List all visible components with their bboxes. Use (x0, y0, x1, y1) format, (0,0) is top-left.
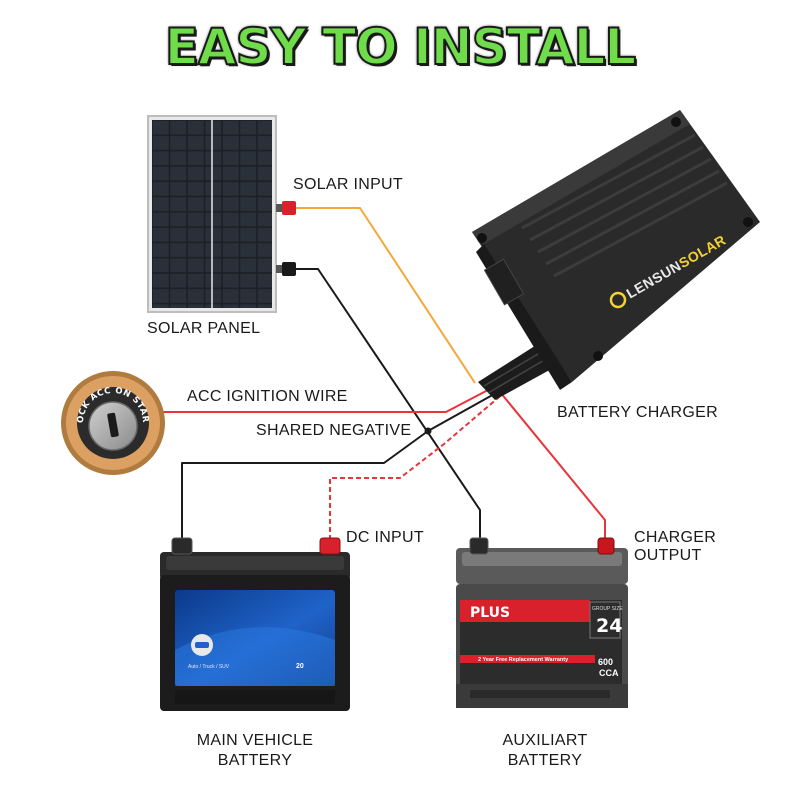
label-solar-panel: SOLAR PANEL (147, 320, 261, 337)
label-shared-negative: SHARED NEGATIVE (256, 422, 412, 439)
label-charger-output-line2: OUTPUT (634, 547, 702, 564)
main-negative-terminal (171, 537, 193, 555)
aux-negative-terminal (469, 537, 489, 555)
solar-positive-wire (296, 207, 476, 384)
wires (160, 207, 606, 540)
aux-battery-brand: PLUS (470, 605, 510, 621)
label-main-battery-line2: BATTERY (217, 752, 293, 769)
aux-positive-terminal (597, 537, 615, 555)
label-aux-battery-line2: BATTERY (507, 752, 583, 769)
label-main-battery-line1: MAIN VEHICLE (196, 732, 314, 749)
dc-input-wire (329, 385, 513, 540)
shared-negative-wire (181, 387, 506, 540)
shared-negative-junction (424, 427, 432, 435)
solar-negative-wire (296, 268, 481, 540)
label-battery-charger: BATTERY CHARGER (557, 404, 718, 421)
battery-charger: LENSUNSOLAR (472, 110, 760, 400)
page-title: EASY TO INSTALL (164, 17, 638, 77)
aux-battery-group-size-label: GROUP SIZE (592, 606, 623, 612)
main-battery: Auto / Truck / SUV 20 (160, 537, 350, 711)
label-aux-battery: AUXILIART BATTERY (470, 731, 620, 771)
label-solar-input: SOLAR INPUT (293, 176, 403, 193)
charger-output-wire (499, 391, 606, 540)
aux-battery-cca-value: 600 (598, 657, 613, 667)
label-acc-ignition-wire: ACC IGNITION WIRE (187, 388, 348, 405)
solar-panel (147, 115, 277, 313)
label-aux-battery-line1: AUXILIART (502, 732, 588, 749)
main-battery-months: 20 (296, 663, 304, 670)
solar-connector-negative (276, 262, 296, 276)
main-battery-sticker: Auto / Truck / SUV (188, 664, 230, 670)
label-main-battery: MAIN VEHICLE BATTERY (180, 731, 330, 771)
label-charger-output-line1: CHARGER (634, 529, 717, 546)
aux-battery-warranty: 2 Year Free Replacement Warranty (478, 657, 569, 663)
aux-battery-cca-unit: CCA (599, 668, 619, 678)
aux-battery-group-size: 24 (596, 615, 622, 637)
main-positive-terminal (319, 537, 341, 555)
key-slot (107, 412, 119, 438)
acc-ignition-wire (160, 389, 489, 413)
label-dc-input: DC INPUT (346, 529, 424, 546)
label-charger-output: CHARGER OUTPUT (634, 529, 716, 565)
solar-connector-positive (276, 201, 296, 215)
aux-battery: PLUS GROUP SIZE 24 2 Year Free Replaceme… (456, 537, 628, 708)
